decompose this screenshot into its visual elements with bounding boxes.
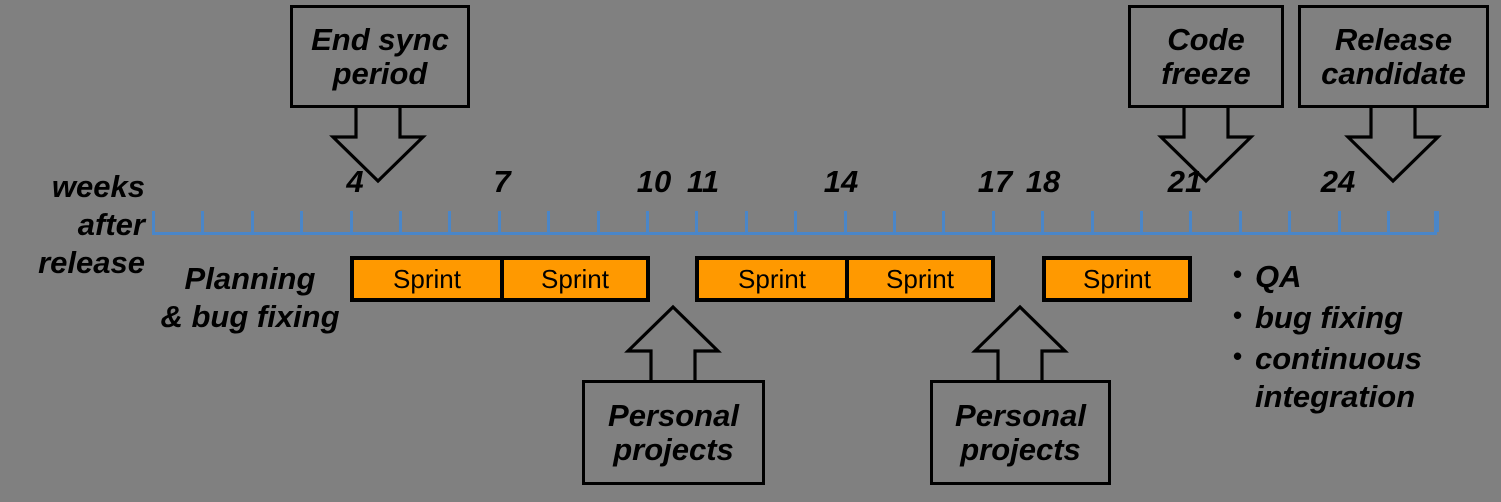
axis-tick [794,211,797,232]
arrow-up-icon [971,304,1069,381]
axis-tick [745,211,748,232]
callout-arrow-code-freeze [1157,107,1255,184]
tick-label-11: 11 [686,164,720,199]
axis-tick [1387,211,1390,232]
bullet-dot-icon: • [1233,299,1243,330]
axis-end-tick [1434,211,1437,232]
axis-tick [992,211,995,232]
tick-label-7: 7 [493,164,511,199]
sprint-box[interactable]: Sprint [699,260,845,298]
callout-arrow-personal-projects-1 [624,304,722,381]
planning-label-line: & bug fixing [160,298,340,334]
axis-tick [300,211,303,232]
axis-tick [1288,211,1291,232]
callout-arrow-personal-projects-2 [971,304,1069,381]
axis-tick [547,211,550,232]
arrow-down-icon [1344,107,1442,184]
tick-label-4: 4 [346,164,364,199]
axis-tick [1091,211,1094,232]
axis-tick [942,211,945,232]
arrow-up-icon [624,304,722,381]
tick-label-21: 21 [1167,164,1203,199]
axis-caption-line: weeks [51,169,145,204]
bullet-label: continuous integration [1255,340,1423,415]
axis-tick [1436,211,1439,232]
axis-tick [646,211,649,232]
tick-label-24: 24 [1320,164,1356,199]
bullet-label: bug fixing [1255,299,1404,335]
axis-tick [893,211,896,232]
arrow-down-icon [329,107,427,184]
bullet-dot-icon: • [1233,340,1243,371]
bullet-item: • bug fixing [1233,299,1422,338]
axis-tick [399,211,402,232]
axis-tick [1239,211,1242,232]
axis-tick [844,211,847,232]
axis-tick [448,211,451,232]
sprint-box[interactable]: Sprint [354,260,500,298]
axis-tick [1338,211,1341,232]
axis-tick [597,211,600,232]
sprint-box[interactable]: Sprint [499,260,646,298]
axis-tick [350,211,353,232]
axis-tick [1041,211,1044,232]
bullet-dot-icon: • [1233,259,1243,289]
callout-arrow-release-candidate [1344,107,1442,184]
arrow-down-icon [1157,107,1255,184]
axis-tick [251,211,254,232]
axis-caption-line: release [38,244,145,280]
tick-label-17: 17 [977,164,1013,199]
planning-label-line: Planning [184,261,316,296]
tick-label-14: 14 [823,164,859,199]
axis-caption-line: after [77,206,145,242]
sprint-group-3[interactable]: Sprint [1042,256,1192,302]
axis-line [152,232,1437,235]
axis-tick [152,211,155,232]
bullet-item: • QA [1233,258,1422,297]
tick-label-10: 10 [636,164,672,199]
planning-and-bug-fixing-label: Planning& bug fixing [155,260,345,336]
callout-arrow-end-sync-period [329,107,427,184]
axis-tick [1189,211,1192,232]
sprint-box[interactable]: Sprint [1046,260,1188,298]
axis-tick [498,211,501,232]
axis-tick [201,211,204,232]
axis-tick [1140,211,1143,232]
tick-label-18: 18 [1025,164,1061,199]
activities-bullet-list: • QA • bug fixing • continuous integration [1233,258,1422,419]
sprint-box[interactable]: Sprint [844,260,991,298]
bullet-item: • continuous integration [1233,340,1422,418]
bullet-label: QA [1255,259,1302,294]
axis-tick [695,211,698,232]
